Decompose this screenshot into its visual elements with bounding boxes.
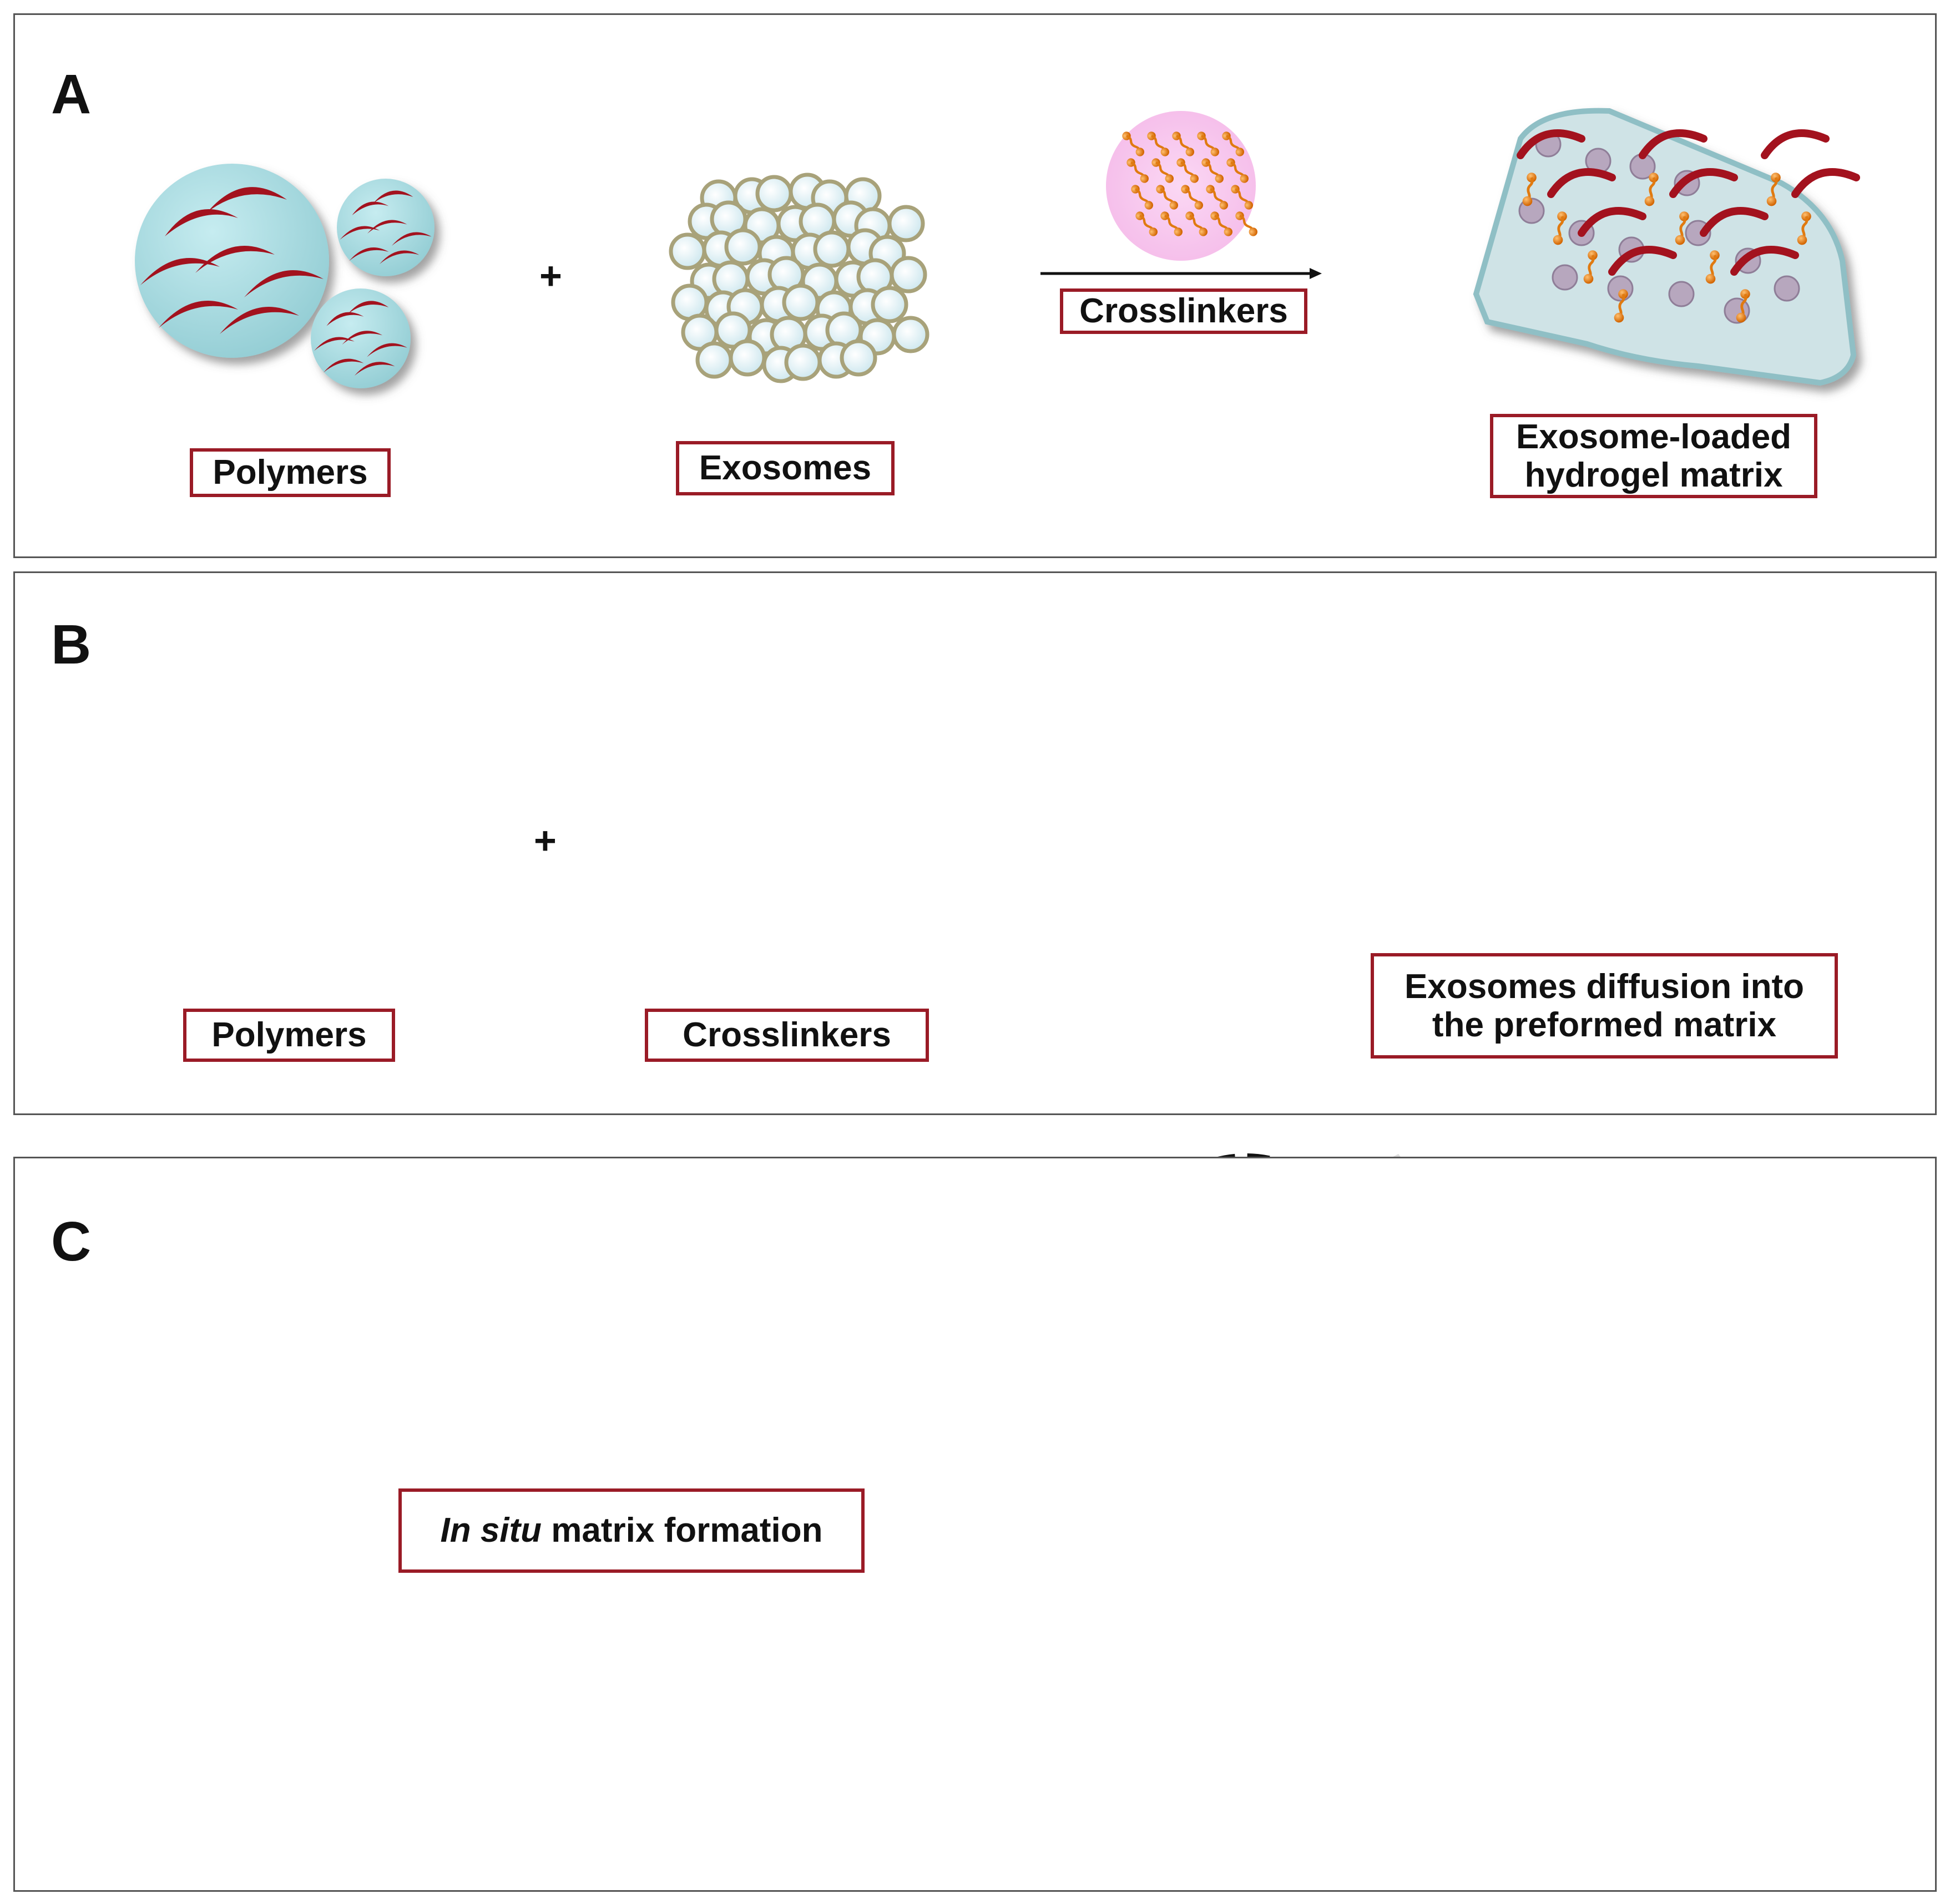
label-diffusion-line1: Exosomes diffusion into [1405,967,1804,1006]
exosome-vesicle [784,343,822,381]
polymer-spheres-a [135,164,435,388]
exosome-vesicle [782,283,820,321]
label-crosslinkers-a: Crosslinkers [1060,288,1307,334]
exosome-cluster [669,173,929,383]
label-exosome-loaded-line1: Exosome-loaded [1515,417,1792,456]
label-exosome-loaded-line2: hydrogel matrix [1524,456,1783,494]
plus-sign-a: + [539,254,562,297]
panel-c-letter: C [51,1211,92,1273]
exosome-vesicle [892,316,929,353]
exosome-vesicle [724,228,762,266]
exosome-vesicle [695,341,733,379]
polymer-strand [1608,246,1677,276]
exosome-vesicle [890,256,927,293]
encapsulated-exosome [1668,281,1695,307]
reaction-arrow-a [1040,268,1322,279]
exosome-vesicle [887,205,925,242]
label-exosome-loaded-hydrogel: Exosome-loaded hydrogel matrix [1490,414,1817,498]
panel-a-letter: A [51,63,92,125]
panel-b-letter: B [51,614,92,676]
polymer-strand [1669,168,1738,198]
polymer-strand [1517,129,1585,159]
encapsulated-exosome [1774,275,1800,302]
polymer-strand [1639,129,1707,159]
label-in-situ-italic: In situ [440,1511,542,1550]
label-diffusion-line2: the preformed matrix [1432,1006,1777,1044]
panel-c [13,1157,1937,1892]
exosome-vesicle [755,175,793,212]
polymer-strand [1578,207,1646,237]
polymer-strand [1547,168,1616,198]
crosslinker-circle-a [1106,111,1259,261]
label-polymers-a: Polymers [190,448,391,497]
label-in-situ-rest: matrix formation [542,1511,823,1550]
polymer-strand [1791,168,1860,198]
exosome-vesicle [871,286,908,323]
label-crosslinkers-b: Crosslinkers [645,1009,929,1062]
encapsulated-exosome [1552,264,1578,291]
exosome-vesicle [813,230,851,268]
hydrogel-matrix-a [1473,108,1860,386]
exosome-vesicle [729,339,766,377]
polymer-strand [1700,207,1769,237]
label-in-situ-formation: In situ matrix formation [398,1488,865,1573]
label-exosomes-a: Exosomes [676,441,895,495]
polymer-strand [1761,129,1830,159]
label-exosomes-diffusion: Exosomes diffusion into the preformed ma… [1371,953,1838,1059]
label-polymers-b: Polymers [183,1009,395,1062]
exosome-vesicle [840,339,877,377]
exosome-vesicle [669,232,706,270]
plus-sign-b: + [534,819,557,862]
polymer-strand [1730,246,1799,276]
